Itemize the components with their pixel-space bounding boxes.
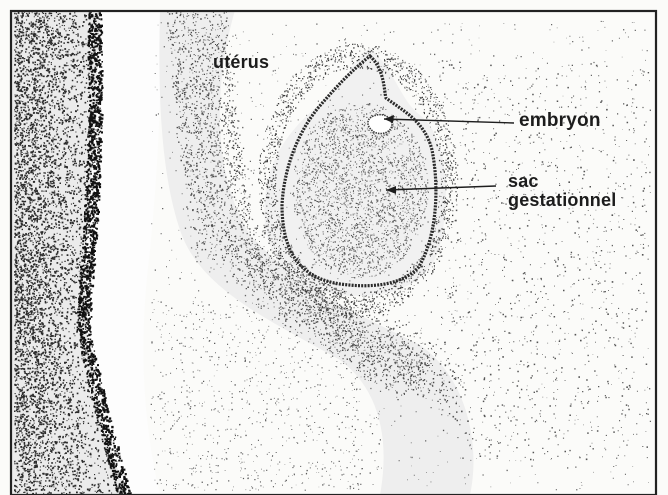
label-sac-line1: sac: [508, 172, 616, 191]
label-embryon: embryon: [519, 110, 601, 132]
label-sac-line2: gestationnel: [508, 191, 616, 210]
label-uterus: utérus: [213, 52, 269, 73]
label-sac-gestationnel: sac gestationnel: [508, 172, 616, 210]
